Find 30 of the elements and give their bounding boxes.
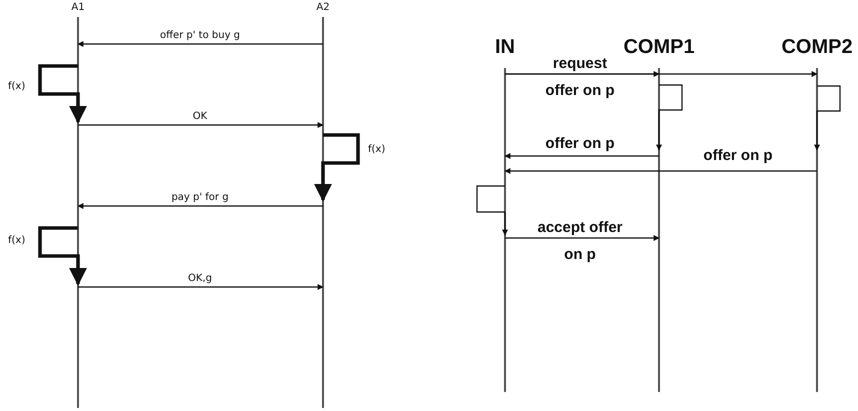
message-arrow <box>78 122 324 128</box>
edge-label: f(x) <box>366 144 388 155</box>
lifeline-header: COMP1 <box>623 36 695 58</box>
self-loop-arrow <box>476 185 508 236</box>
message-arrow <box>78 284 324 290</box>
edge-label: OK <box>190 111 210 122</box>
lifeline-header: COMP2 <box>781 36 853 58</box>
edge-label: OK,g <box>186 273 214 284</box>
message-arrow <box>504 168 817 174</box>
edge-label: f(x) <box>6 81 28 92</box>
edge-label: request offer on p <box>544 54 616 101</box>
edge-label: offer on p <box>701 147 775 164</box>
message-arrow <box>505 235 660 241</box>
lifeline-header: A2 <box>316 2 330 13</box>
message-arrow <box>77 203 323 209</box>
lifeline-header: IN <box>495 36 515 58</box>
edge-label: accept offer on p <box>536 218 624 265</box>
message-arrow <box>77 41 323 47</box>
edge-label: offer on p <box>543 135 617 152</box>
self-loop-arrow <box>38 64 87 124</box>
edge-label: pay p' for g <box>169 192 231 203</box>
self-loop-arrow <box>814 85 841 151</box>
edge-label: offer p' to buy g <box>158 30 242 41</box>
self-loop-arrow <box>38 226 87 286</box>
edge-label: f(x) <box>6 235 28 246</box>
message-arrow <box>504 153 659 159</box>
self-loop-arrow <box>656 84 683 151</box>
lifeline-header: A1 <box>71 2 85 13</box>
message-arrow <box>505 71 818 77</box>
self-loop-arrow <box>314 133 360 202</box>
